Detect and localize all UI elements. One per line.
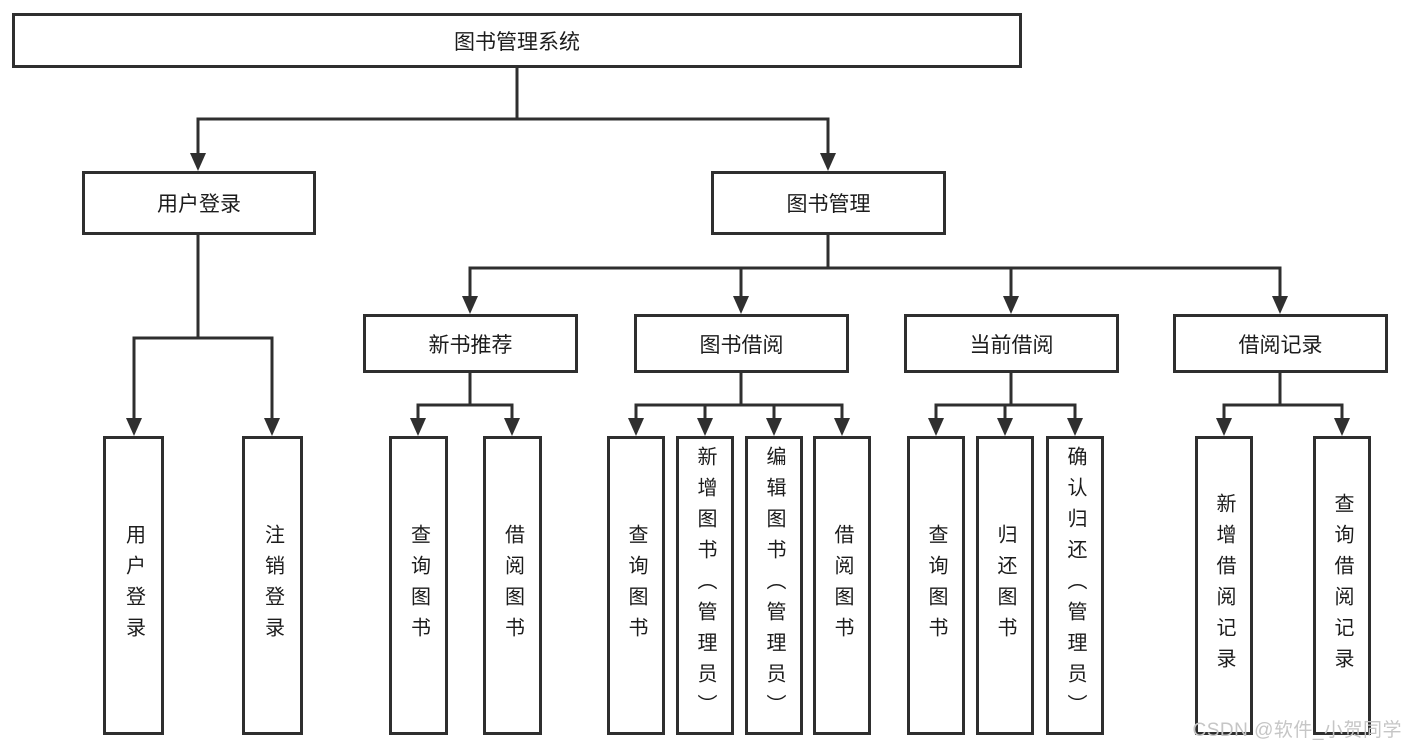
connector-bookmgmt-to-level3 (468, 233, 1282, 299)
leaf-logout-login: 注销登录 (242, 436, 303, 735)
node-library-management-system: 图书管理系统 (12, 13, 1022, 68)
node-label: 用户登录 (122, 523, 145, 648)
node-label: 新增图书（管理员） (694, 446, 716, 725)
node-label: 图书借阅 (699, 333, 784, 357)
node-label: 新增借阅记录 (1213, 492, 1235, 679)
node-label: 借阅图书 (831, 523, 853, 648)
arrowhead (733, 296, 749, 314)
arrowhead (1334, 418, 1350, 436)
leaf-query-book-under-recommend: 查询图书 (389, 436, 448, 735)
arrowhead (766, 418, 782, 436)
leaf-user-login: 用户登录 (103, 436, 164, 735)
leaf-query-borrow-record: 查询借阅记录 (1313, 436, 1371, 735)
node-label: 确认归还（管理员） (1064, 446, 1086, 725)
node-label: 查询借阅记录 (1331, 492, 1353, 679)
arrowhead (1216, 418, 1232, 436)
node-borrow-records: 借阅记录 (1173, 314, 1388, 373)
node-label: 图书管理系统 (454, 30, 580, 54)
leaf-edit-book-admin: 编辑图书（管理员） (745, 436, 803, 735)
node-label: 新书推荐 (428, 333, 513, 357)
node-label: 借阅图书 (501, 523, 524, 648)
node-label: 借阅记录 (1238, 333, 1323, 357)
arrowhead (126, 418, 142, 436)
arrowhead (628, 418, 644, 436)
arrowhead (504, 418, 520, 436)
node-label: 查询图书 (925, 523, 947, 648)
arrowhead (1003, 296, 1019, 314)
arrowhead (928, 418, 944, 436)
leaf-borrow-book-under-borrow: 借阅图书 (813, 436, 871, 735)
arrowhead (462, 296, 478, 314)
csdn-watermark: CSDN @软件_小贺同学 (1192, 720, 1402, 741)
connector-userlogin-to-leaves (132, 233, 274, 421)
node-label: 归还图书 (994, 523, 1016, 648)
node-user-login: 用户登录 (82, 171, 316, 235)
arrowheads (126, 153, 1350, 436)
leaf-confirm-return-admin: 确认归还（管理员） (1046, 436, 1104, 735)
arrowhead (834, 418, 850, 436)
leaf-query-book-under-current: 查询图书 (907, 436, 965, 735)
connector-bookborrow-to-leaves (634, 371, 844, 421)
node-book-borrow: 图书借阅 (634, 314, 849, 373)
node-label: 查询图书 (625, 523, 647, 648)
node-label: 用户登录 (157, 193, 241, 216)
arrowhead (264, 418, 280, 436)
leaf-return-book: 归还图书 (976, 436, 1034, 735)
arrowhead (410, 418, 426, 436)
node-book-management: 图书管理 (711, 171, 946, 235)
arrowhead (190, 153, 206, 171)
leaf-borrow-book-under-recommend: 借阅图书 (483, 436, 542, 735)
node-label: 编辑图书（管理员） (763, 446, 785, 725)
node-current-borrow: 当前借阅 (904, 314, 1119, 373)
arrowhead (997, 418, 1013, 436)
node-label: 注销登录 (261, 523, 284, 648)
leaf-add-book-admin: 新增图书（管理员） (676, 436, 734, 735)
arrowhead (697, 418, 713, 436)
connector-root-to-level2 (196, 66, 830, 156)
node-label: 图书管理 (786, 193, 871, 216)
arrowhead (1067, 418, 1083, 436)
arrowhead (820, 153, 836, 171)
leaf-query-book-under-borrow: 查询图书 (607, 436, 665, 735)
node-label: 当前借阅 (969, 333, 1054, 357)
node-label: 查询图书 (407, 523, 430, 648)
connector-currentborrow-to-leaves (934, 371, 1077, 421)
connector-newbook-to-leaves (416, 371, 514, 421)
node-new-book-recommend: 新书推荐 (363, 314, 578, 373)
leaf-add-borrow-record: 新增借阅记录 (1195, 436, 1253, 735)
connector-borrowrecords-to-leaves (1222, 371, 1344, 421)
arrowhead (1272, 296, 1288, 314)
